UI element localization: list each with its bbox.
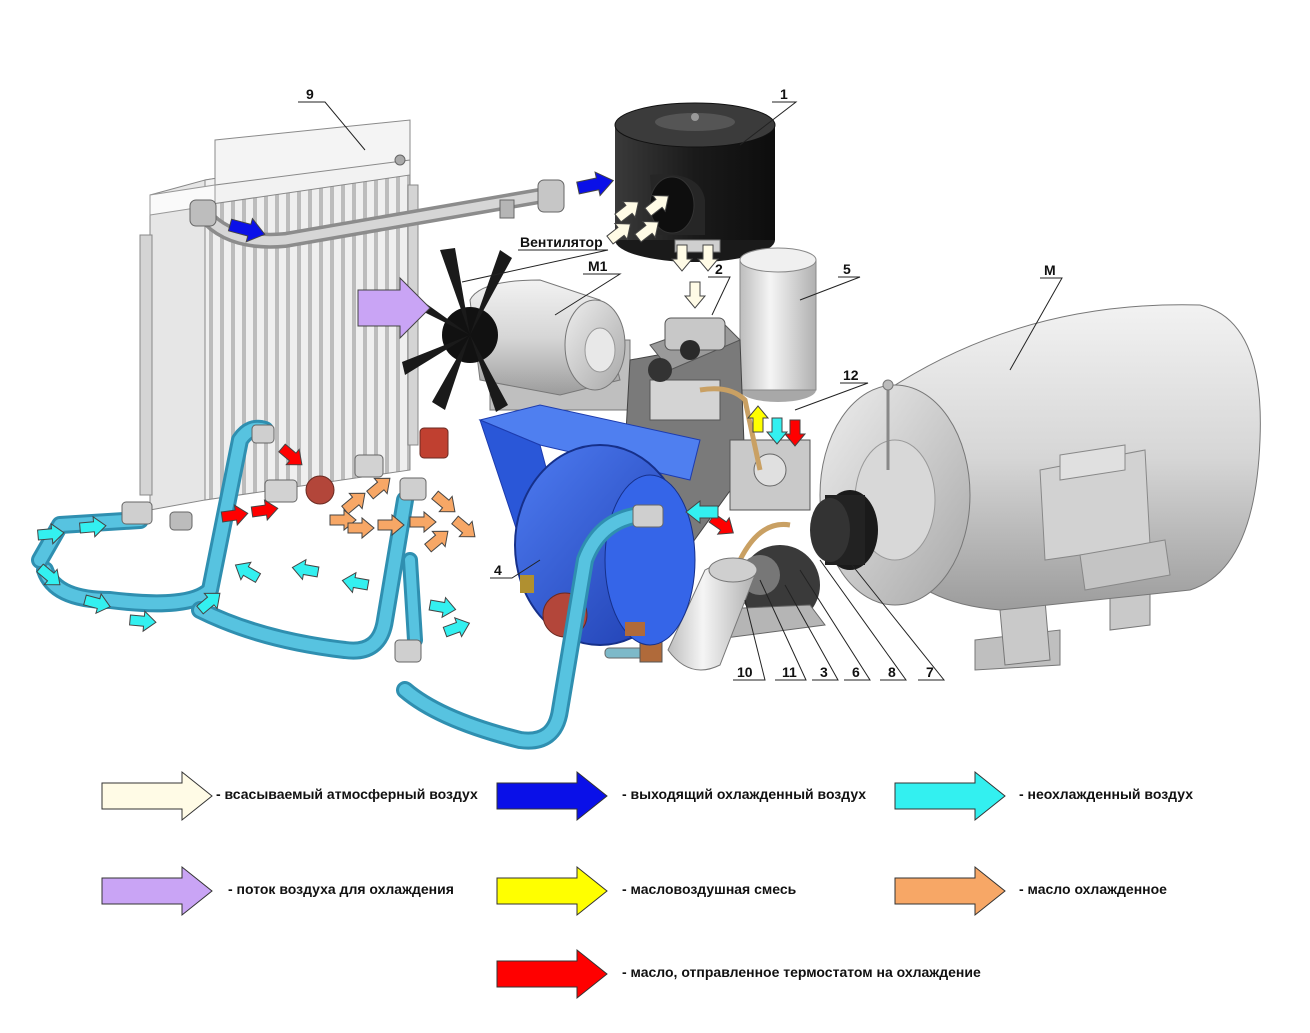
coupling	[810, 490, 878, 570]
legend-uncooled-arrow	[894, 770, 1006, 822]
callout-2: 2	[715, 261, 723, 277]
legend-cooled-oil-arrow	[894, 865, 1006, 917]
legend-cooling-flow-arrow	[101, 865, 213, 917]
flow-arrows	[36, 171, 807, 638]
outlet-arrows	[227, 171, 615, 243]
legend-uncooled-label: - неохлажденный воздух	[1019, 786, 1193, 802]
callout-11: 11	[782, 664, 797, 680]
legend-intake-arrow	[101, 770, 213, 822]
callout-5: 5	[843, 261, 851, 277]
cooling-flow-arrow	[357, 276, 431, 340]
callout-9: 9	[306, 86, 314, 102]
legend-cooling-flow-label: - поток воздуха для охлаждения	[228, 881, 454, 897]
main-motor	[819, 304, 1261, 671]
cooled-oil-arrows	[329, 477, 476, 553]
legend-oil-air-label: - масловоздушная смесь	[622, 881, 797, 897]
air-filter	[614, 102, 776, 262]
legend-outlet-arrow	[496, 770, 608, 822]
legend-cooled-oil-label: - масло охлажденное	[1019, 881, 1167, 897]
callout-m: M	[1044, 262, 1056, 278]
callout-7: 7	[926, 664, 934, 680]
callout-fan: Вентилятор	[520, 234, 603, 250]
callout-m1: M1	[588, 258, 608, 274]
intake-arrows	[606, 194, 720, 309]
oil-air-arrow	[746, 405, 770, 433]
discharge-pipe	[189, 179, 565, 249]
separator-filter	[739, 247, 817, 402]
callout-12: 12	[843, 367, 859, 383]
callout-1: 1	[780, 86, 788, 102]
blue-housing	[478, 404, 701, 646]
legend-hot-oil-arrow	[496, 948, 608, 1000]
callout-3: 3	[820, 664, 828, 680]
callout-labels: 9 1 2 5 M Вентилятор M1 12 4 10 11 3 6 8…	[306, 86, 1056, 680]
oil-filter	[604, 557, 758, 671]
callout-leaders	[298, 101, 1063, 681]
fan	[400, 248, 512, 412]
legend-hot-oil-label: - масло, отправленное термостатом на охл…	[622, 964, 981, 980]
legend-oil-air-arrow	[496, 865, 608, 917]
uncooled-air-arrows	[36, 417, 789, 638]
callout-8: 8	[888, 664, 896, 680]
legend-outlet-label: - выходящий охлажденный воздух	[622, 786, 867, 802]
callout-6: 6	[852, 664, 860, 680]
hot-oil-arrows	[220, 419, 807, 535]
callout-4: 4	[494, 562, 502, 578]
legend-intake-label: - всасываемый атмосферный воздух	[216, 786, 478, 802]
callout-10: 10	[737, 664, 753, 680]
fan-motor-m1	[469, 279, 631, 411]
hose-fittings	[121, 424, 664, 663]
